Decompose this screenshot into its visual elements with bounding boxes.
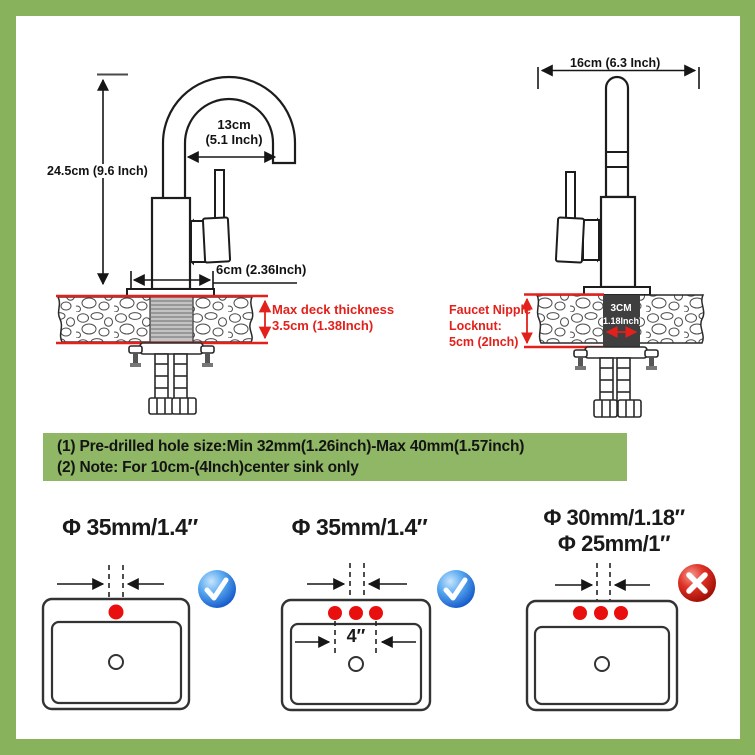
drain-hole: [108, 654, 124, 670]
faucet-spout: [604, 75, 630, 199]
drain-hole: [594, 656, 610, 672]
x-badge-icon: [678, 564, 716, 602]
sink1-hole-size-label: Φ 35mm/1.4″: [62, 514, 198, 540]
height-dimension-label: 24.5cm (9.6 Inch): [45, 164, 150, 178]
base-width-label: 6cm (2.36Inch): [216, 262, 307, 277]
faucet-hole-marker: [108, 604, 124, 620]
supply-hoses: [148, 353, 197, 415]
sink3-label-line2: Φ 25mm/1″: [557, 531, 671, 557]
locknut-label-line2: Locknut:: [449, 319, 502, 333]
height-dimension-line: [97, 73, 128, 286]
sink3-drawing: [525, 563, 679, 712]
drain-hole: [348, 656, 364, 672]
sink3-label-line1: Φ 30mm/1.18″: [543, 505, 685, 530]
faucet-hole-marker: [328, 606, 342, 620]
nipple-dimension-line2: (1.18Inch): [599, 315, 642, 326]
sink1-drawing: [41, 565, 191, 711]
sink3-hole-size-labels: Φ 30mm/1.18″ Φ 25mm/1″: [530, 505, 698, 558]
nipple-dimension-label: 3CM (1.18Inch): [599, 303, 643, 327]
faucet-hole-marker: [594, 606, 608, 620]
base-width-dimension-line: [130, 271, 297, 289]
note-line-2: (2) Note: For 10cm-(4Inch)center sink on…: [57, 458, 359, 476]
locknut-label-line1: Faucet Nipple: [449, 303, 531, 317]
supply-hoses: [593, 357, 642, 418]
hole-spacing-label: 4″: [346, 626, 366, 646]
sink2-hole-size-label: Φ 35mm/1.4″: [291, 514, 428, 540]
sink2-drawing: [280, 563, 432, 712]
faucet-hole-marker: [369, 606, 383, 620]
spout-reach-label-line2: (5.1 Inch): [205, 132, 263, 147]
right-faucet-drawing: [521, 64, 705, 418]
deck-thickness-label-line1: Max deck thickness: [272, 302, 395, 317]
check-badge-icon: [198, 570, 236, 608]
threaded-shank: [149, 296, 194, 343]
faucet-body: [150, 196, 192, 291]
faucet-body: [599, 195, 637, 289]
deck-thickness-label-line2: 3.5cm (1.38Inch): [272, 318, 374, 333]
locknut-label-line3: 5cm (2Inch): [449, 335, 519, 349]
width-dimension-label: 16cm (6.3 Inch): [570, 56, 661, 70]
faucet-nipple-block: [603, 295, 640, 347]
nipple-dimension-line1: 3CM: [610, 303, 632, 314]
note-line-1: (1) Pre-drilled hole size:Min 32mm(1.26i…: [57, 437, 525, 455]
mounting-locknut: [128, 342, 215, 367]
left-faucet-drawing: [56, 73, 297, 415]
faucet-hole-marker: [349, 606, 363, 620]
faucet-hole-marker: [573, 606, 587, 620]
check-badge-icon: [437, 570, 475, 608]
mounting-locknut: [573, 346, 659, 370]
spout-reach-label-line1: 13cm: [217, 117, 251, 132]
width-dimension-line: [537, 64, 700, 89]
installation-notes-band: (1) Pre-drilled hole size:Min 32mm(1.26i…: [43, 433, 627, 481]
faucet-spout: [161, 75, 297, 202]
faucet-hole-marker: [614, 606, 628, 620]
